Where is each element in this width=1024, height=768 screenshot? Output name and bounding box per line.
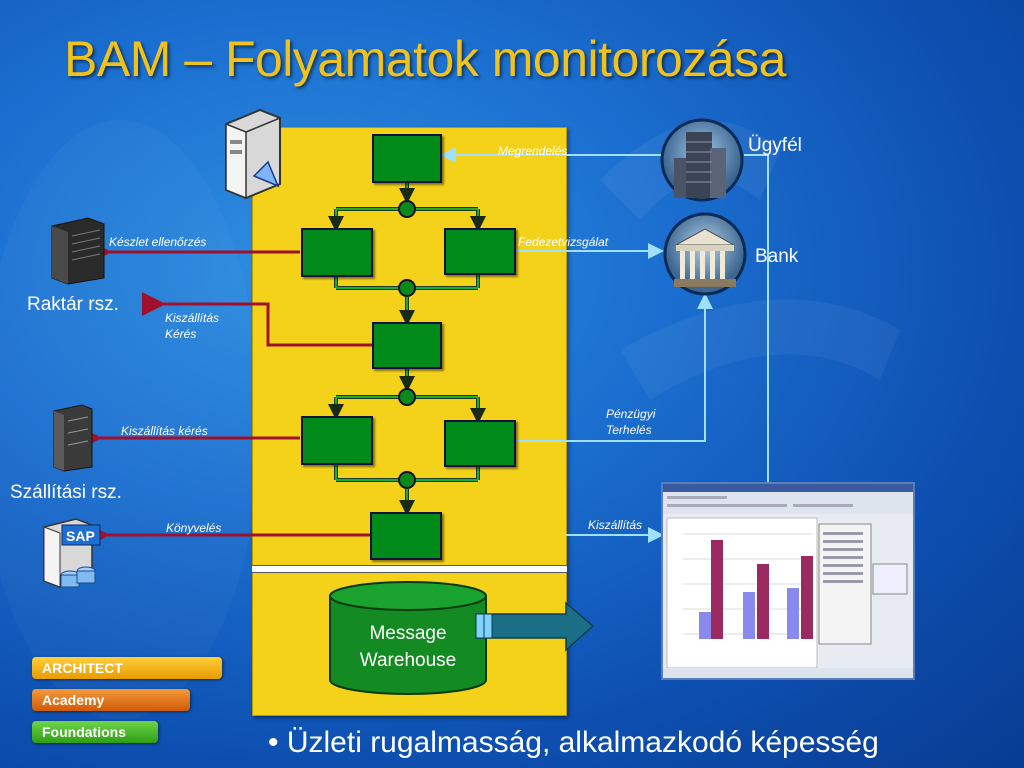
process-box-stock-check — [301, 228, 373, 277]
pill-architect: ARCHITECT — [32, 657, 222, 679]
excel-report-thumbnail — [661, 482, 915, 680]
label-megrendeles: Megrendelés — [498, 144, 568, 158]
process-box-accounting — [370, 512, 442, 560]
page-title: BAM – Folyamatok monitorozása — [64, 31, 786, 87]
label-kiszallitas-keres-1a: Kiszállítás — [165, 311, 220, 325]
label-penzugyi-2: Terhelés — [606, 423, 652, 437]
svg-text:SAP: SAP — [66, 528, 95, 544]
office-building-icon — [660, 118, 744, 202]
system-label-szallitasi: Szállítási rsz. — [10, 482, 122, 503]
label-kiszallitas-keres-1: Kiszállítás Kérés — [165, 310, 219, 342]
label-kiszallitas: Kiszállítás — [588, 518, 643, 532]
bullet-point: • Üzleti rugalmasság, alkalmazkodó képes… — [268, 726, 879, 759]
warehouse-line-1: Message — [369, 623, 447, 644]
server-icon — [225, 108, 281, 200]
system-label-raktar: Raktár rsz. — [27, 294, 119, 315]
process-box-credit-check — [444, 228, 516, 275]
label-penzugyi-1: Pénzügyi — [606, 407, 656, 421]
pill-academy: Academy — [32, 689, 190, 711]
process-box-order — [372, 134, 442, 183]
warehouse-line-2: Warehouse — [359, 650, 457, 671]
label-konyveles: Könyvelés — [166, 521, 222, 535]
bank-building-icon — [663, 212, 747, 296]
label-fedezet: Fedezetvizsgálat — [518, 235, 609, 249]
label-kiszallitas-keres-2: Kiszállítás kérés — [121, 424, 208, 438]
system-label-ugyfel: Ügyfél — [748, 135, 802, 156]
label-kiszallitas-keres-1b: Kérés — [165, 327, 197, 341]
shipping-server-icon — [53, 404, 93, 472]
warehouse-server-icon — [51, 217, 105, 285]
process-box-shipping-request — [372, 322, 442, 369]
pill-foundations: Foundations — [32, 721, 158, 743]
system-label-bank: Bank — [755, 246, 799, 267]
message-warehouse-label: Message Warehouse — [330, 620, 486, 674]
warehouse-cylinder — [329, 581, 487, 695]
process-box-payment — [444, 420, 516, 467]
panel-divider — [252, 565, 567, 573]
process-box-shipping-order — [301, 416, 373, 465]
excel-chart-thumbnail — [663, 484, 913, 678]
label-keszlet: Készlet ellenőrzés — [109, 235, 207, 249]
sap-server-icon: SAP — [43, 518, 101, 588]
label-penzugyi: Pénzügyi Terhelés — [606, 406, 655, 438]
